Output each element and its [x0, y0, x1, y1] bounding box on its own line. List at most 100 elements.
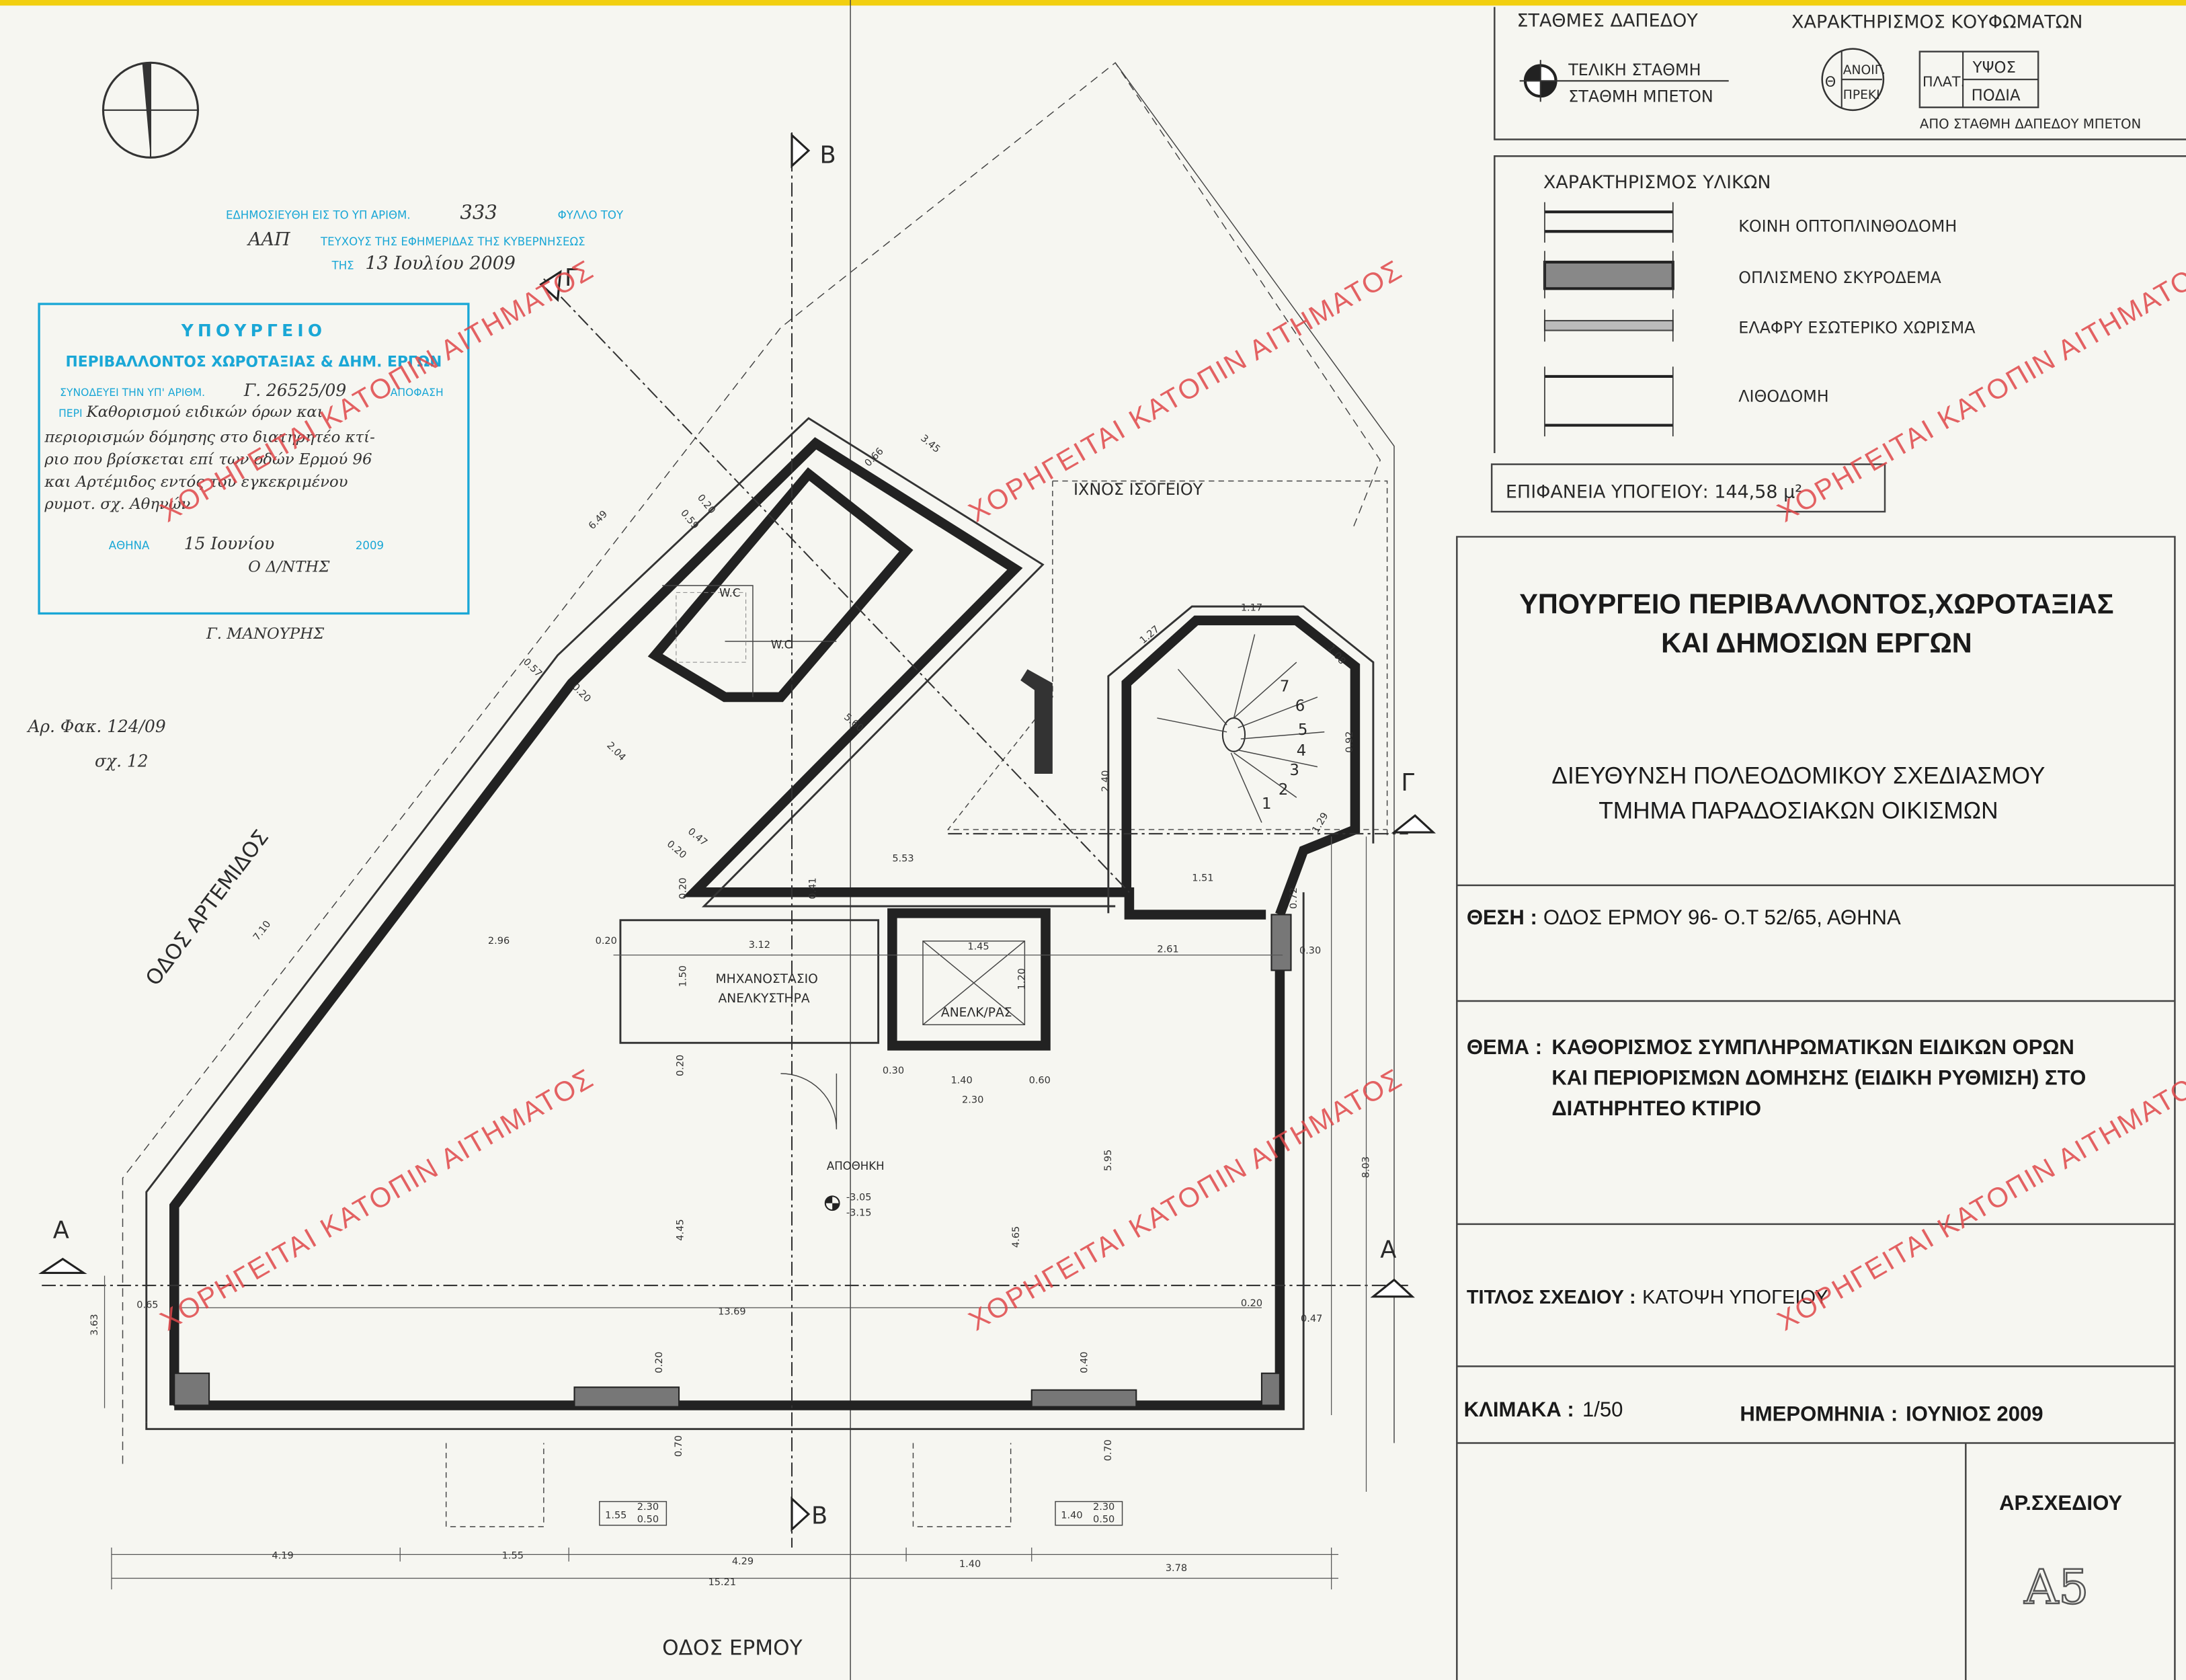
location-label: ΘΕΣΗ : [1467, 906, 1537, 929]
subject-label: ΘΕΜΑ : [1467, 1035, 1542, 1059]
svg-text:2.40: 2.40 [1100, 770, 1111, 792]
svg-text:4.65: 4.65 [1011, 1226, 1022, 1248]
svg-text:1.50: 1.50 [678, 965, 688, 987]
concrete-level-label: ΣΤΑΘΜΗ ΜΠΕΤΟΝ [1568, 87, 1713, 106]
svg-text:1.45: 1.45 [967, 941, 989, 952]
level-marker-icon [1519, 60, 1729, 102]
approval-stamp: ΥΠΟΥΡΓΕΙΟ ΠΕΡΙΒΑΛΛΟΝΤΟΣ ΧΩΡΟΤΑΞΙΑΣ & ΔΗΜ… [38, 303, 470, 615]
from-level-note: ΑΠΟ ΣΤΑΘΜΗ ΔΑΠΕΔΟΥ ΜΠΕΤΟΝ [1920, 116, 2141, 132]
svg-text:2.30: 2.30 [637, 1502, 659, 1513]
svg-text:1.40: 1.40 [959, 1559, 981, 1570]
section-a-label: Α [1380, 1236, 1396, 1264]
decision-number: Γ. 26525/09 [243, 381, 346, 400]
svg-text:1.51: 1.51 [1192, 873, 1213, 884]
section-markers [38, 132, 1436, 1532]
legend-levels-openings: ΣΤΑΘΜΕΣ ΔΑΠΕΔΟΥ ΧΑΡΑΚΤΗΡΙΣΜΟΣ ΚΟΥΦΩΜΑΤΩΝ… [1494, 7, 2186, 141]
stair-step: 1234567 [1262, 678, 1307, 813]
svg-text:0.20: 0.20 [596, 936, 617, 947]
date-value: ΙΟΥΝΙΟΣ 2009 [1906, 1402, 2043, 1425]
drawing-number-value: Α5 [2023, 1560, 2089, 1615]
levels-title: ΣΤΑΘΜΕΣ ΔΑΠΕΔΟΥ [1516, 10, 1698, 31]
svg-text:0.20: 0.20 [675, 1055, 686, 1076]
subject-line: ΔΙΑΤΗΡΗΤΕΟ ΚΤΙΡΙΟ [1551, 1096, 1761, 1120]
storage-label: ΑΠΟΘΗΚΗ [827, 1160, 885, 1172]
ground-floor-trace-label: ΙΧΝΟΣ ΙΣΟΓΕΙΟΥ [1074, 480, 1203, 499]
publication-text: ΤΗΣ [331, 259, 354, 272]
drawing-title-label: ΤΙΤΛΟΣ ΣΧΕΔΙΟΥ : [1467, 1287, 1636, 1308]
sill-label: ΠΟΔΙΑ [1972, 87, 2021, 104]
svg-text:0.41: 0.41 [807, 877, 818, 899]
publication-stamp: ΕΔΗΜΟΣΙΕΥΘΗ ΕΙΣ ΤΟ ΥΠ ΑΡΙΘΜ. 333 ΦΥΛΛΟ Τ… [226, 201, 624, 274]
handwritten-line: και Αρτέμιδος εντός του εγκεκριμένου [44, 473, 348, 491]
svg-text:8.03: 8.03 [1361, 1156, 1372, 1178]
wc-label: W.C [719, 587, 740, 600]
north-arrow-icon [102, 61, 200, 159]
stamp-signer: Ο Δ/ΝΤΗΣ [248, 558, 330, 575]
svg-text:0.65: 0.65 [136, 1299, 158, 1310]
svg-text:0.50: 0.50 [1093, 1515, 1115, 1525]
svg-text:13.69: 13.69 [718, 1307, 746, 1318]
scale-label: ΚΛΙΜΑΚΑ : [1464, 1398, 1574, 1421]
stamp-text: ΠΕΡΙ [58, 407, 82, 419]
ministry-name-1: ΥΠΟΥΡΓΕΙΟ ΠΕΡΙΒΑΛΛΟΝΤΟΣ,ΧΩΡΟΤΑΞΙΑΣ [1519, 588, 2113, 619]
svg-text:0.50: 0.50 [637, 1515, 659, 1525]
stamp-title: ΥΠΟΥΡΓΕΙΟ [181, 321, 326, 340]
svg-text:0.20: 0.20 [678, 877, 688, 899]
file-number-note: Αρ. Φακ. 124/09 [26, 717, 165, 736]
svg-text:1.55: 1.55 [502, 1551, 524, 1562]
street-ermou-label: ΟΔΟΣ ΕΡΜΟΥ [662, 1636, 803, 1661]
subject-line: ΚΑΙ ΠΕΡΙΟΡΙΣΜΩΝ ΔΟΜΗΣΗΣ (ΕΙΔΙΚΗ ΡΥΘΜΙΣΗ)… [1551, 1066, 2086, 1089]
final-level-label: ΤΕΛΙΚΗ ΣΤΑΘΜΗ [1568, 61, 1701, 79]
height-label: ΥΨΟΣ [1972, 59, 2016, 77]
stamp-text: ΣΥΝΟΔΕΥΕΙ ΤΗΝ ΥΠ' ΑΡΙΘΜ. [60, 387, 205, 399]
directorate: ΔΙΕΥΘΥΝΣΗ ΠΟΛΕΟΔΟΜΙΚΟΥ ΣΧΕΔΙΑΣΜΟΥ [1551, 763, 2045, 789]
basement-area: ΕΠΙΦΑΝΕΙΑ ΥΠΟΓΕΙΟΥ: 144,58 μ² [1506, 481, 1802, 502]
level-concrete: -3.15 [846, 1207, 872, 1218]
machine-room-label: ΑΝΕΛΚΥΣΤΗΡΑ [718, 992, 809, 1006]
publication-number: 333 [460, 201, 497, 224]
opening-symbol-icon [1821, 48, 1885, 112]
svg-text:15.21: 15.21 [709, 1577, 737, 1588]
svg-text:3.63: 3.63 [89, 1314, 100, 1335]
materials-title: ΧΑΡΑΚΤΗΡΙΣΜΟΣ ΥΛΙΚΩΝ [1543, 172, 1771, 193]
svg-text:0.47: 0.47 [1301, 1314, 1322, 1324]
svg-text:0.30: 0.30 [1299, 946, 1321, 957]
svg-text:0.30: 0.30 [883, 1066, 904, 1076]
handwritten-line: περιορισμών δόμησης στο διατηρητέο κτί- [44, 428, 374, 446]
publication-sheet: ΦΥΛΛΟ ΤΟΥ [558, 209, 624, 222]
svg-text:0.70: 0.70 [674, 1435, 684, 1457]
scale-value: 1/50 [1582, 1398, 1623, 1421]
drawing-ref-note: σχ. 12 [95, 752, 149, 771]
drawing-number-label: ΑΡ.ΣΧΕΔΙΟΥ [1999, 1491, 2122, 1515]
material-stone: ΛΙΘΟΔΟΜΗ [1738, 387, 1828, 405]
level-marker-icon [824, 1195, 840, 1211]
publication-text: ΤΕΥΧΟΥΣ ΤΗΣ ΕΦΗΜΕΡΙΔΑΣ ΤΗΣ ΚΥΒΕΡΝΗΣΕΩΣ [320, 235, 585, 248]
stamp-date: 15 Ιουνίου [184, 534, 274, 553]
section-b-label: Β [811, 1503, 827, 1530]
handwritten-line: ριο που βρίσκεται επί των οδών Ερμού 96 [44, 451, 372, 469]
svg-text:4.45: 4.45 [675, 1219, 686, 1240]
stamp-city: ΑΘΗΝΑ [109, 539, 150, 552]
subject-line: ΚΑΘΟΡΙΣΜΟΣ ΣΥΜΠΛΗΡΩΜΑΤΙΚΩΝ ΕΙΔΙΚΩΝ ΟΡΩΝ [1551, 1035, 2074, 1059]
wc-label: W.C [771, 638, 792, 651]
elevator-label: ΑΝΕΛΚ/ΡΑΣ [941, 1006, 1012, 1020]
svg-text:0.60: 0.60 [1029, 1075, 1051, 1086]
svg-text:5.95: 5.95 [1103, 1150, 1114, 1171]
svg-text:1.55: 1.55 [605, 1510, 626, 1521]
svg-text:2.30: 2.30 [1093, 1502, 1115, 1513]
svg-text:0.72: 0.72 [1289, 887, 1299, 909]
handwritten-line: ρυμοτ. σχ. Αθηνών [44, 495, 190, 513]
section-g-label: Γ [565, 264, 578, 292]
svg-text:0.20: 0.20 [654, 1351, 665, 1373]
lintel-label: ΠΡΕΚΙ [1843, 88, 1880, 102]
width-label: ΠΛΑΤ. [1922, 74, 1965, 90]
svg-text:5.53: 5.53 [892, 854, 914, 865]
svg-text:4.29: 4.29 [732, 1556, 754, 1567]
svg-text:1.17: 1.17 [1241, 602, 1262, 613]
yellow-edge [0, 0, 2186, 6]
level-final: -3.05 [846, 1193, 872, 1203]
svg-text:0.40: 0.40 [1080, 1351, 1090, 1373]
svg-text:2.96: 2.96 [488, 936, 510, 947]
svg-text:2.30: 2.30 [962, 1094, 983, 1105]
